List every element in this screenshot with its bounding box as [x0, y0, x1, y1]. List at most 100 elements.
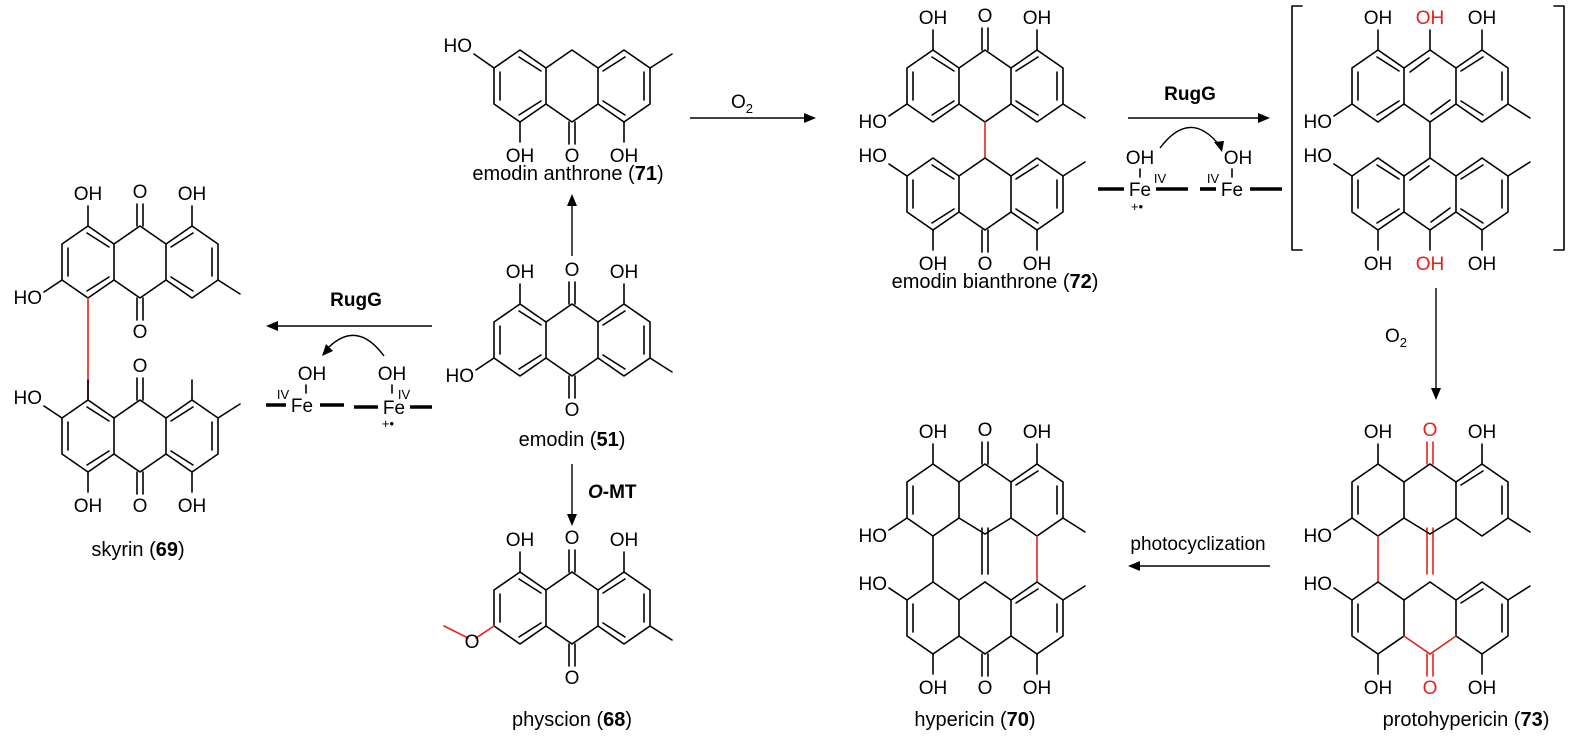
atom-oh: OH	[919, 678, 948, 699]
atom-ho: HO	[1304, 146, 1333, 167]
caption-skyrin: skyrin (69)	[91, 539, 184, 561]
atom-o: O	[978, 254, 993, 275]
atom-o-methoxy: O	[465, 632, 480, 653]
atom-ho: HO	[444, 36, 473, 57]
atom-ho: HO	[1304, 112, 1333, 133]
svg-text:IV: IV	[398, 387, 411, 402]
caption-physcion: physcion (68)	[512, 709, 632, 731]
iron-oxo-radical: OH Fe IV +•	[354, 364, 432, 431]
svg-text:Fe: Fe	[383, 398, 405, 419]
enzyme-label: RugG	[330, 290, 382, 311]
svg-text:OH: OH	[1224, 148, 1253, 169]
atom-oh: OH	[1023, 8, 1052, 29]
atom-o: O	[978, 420, 993, 441]
atom-oh: OH	[506, 146, 535, 167]
compound-emodin-anthrone: HO OH O OH	[444, 36, 673, 167]
caption-emodin: emodin (51)	[519, 429, 626, 451]
iron-hydroxide: OH Fe IV	[266, 364, 344, 417]
atom-oh: OH	[1364, 422, 1393, 443]
atom-o: O	[133, 496, 148, 517]
atom-oh: OH	[610, 146, 639, 167]
svg-text:OH: OH	[378, 364, 407, 385]
arrowhead	[1128, 561, 1140, 571]
atom-oh: OH	[919, 422, 948, 443]
atom-oh: OH	[178, 184, 207, 205]
atom-oh: OH	[1364, 254, 1393, 275]
enzyme-omt: O-MT	[588, 482, 637, 503]
compound-hypericin: OH O OH HO HO OH O OH	[859, 420, 1086, 699]
arrowhead	[567, 514, 577, 526]
caption-hypericin: hypericin (70)	[914, 709, 1035, 731]
arrowhead	[1431, 388, 1441, 400]
svg-text:IV: IV	[277, 387, 290, 402]
atom-oh: OH	[919, 254, 948, 275]
atom-oh: OH	[610, 530, 639, 551]
arrowhead	[266, 321, 278, 331]
compound-physcion: OH OH O O O	[443, 528, 673, 689]
atom-oh: OH	[1364, 8, 1393, 29]
atom-oh: OH	[1023, 422, 1052, 443]
compound-skyrin: OH O OH O HO O O HO OH OH	[14, 182, 241, 517]
reagent-oxygen: O2	[1385, 326, 1407, 350]
atom-o: O	[978, 678, 993, 699]
atom-oh: OH	[1023, 254, 1052, 275]
atom-o: O	[133, 356, 148, 377]
atom-o: O	[565, 668, 580, 689]
svg-text:Fe: Fe	[1221, 180, 1243, 201]
atom-oh-new: OH	[1416, 254, 1445, 275]
atom-ho: HO	[14, 388, 43, 409]
svg-text:Fe: Fe	[291, 396, 313, 417]
atom-ho: HO	[859, 112, 888, 133]
svg-text:+•: +•	[1131, 199, 1144, 214]
arrowhead	[567, 194, 577, 206]
atom-o: O	[565, 146, 580, 167]
atom-oh: OH	[1468, 254, 1497, 275]
atom-oh: OH	[1364, 678, 1393, 699]
caption-emodin-anthrone: emodin anthrone (71)	[472, 163, 663, 185]
arrowhead	[804, 113, 816, 123]
atom-ho: HO	[859, 526, 888, 547]
curved-arrow	[1159, 126, 1221, 149]
svg-text:Fe: Fe	[1129, 180, 1151, 201]
atom-oh: OH	[506, 262, 535, 283]
compound-emodin: OH OH O O HO	[446, 260, 673, 421]
atom-ho: HO	[859, 146, 888, 167]
svg-text:IV: IV	[1154, 171, 1167, 186]
atom-ho: HO	[446, 366, 475, 387]
arrowhead	[322, 344, 333, 356]
caption-protohypericin: protohypericin (73)	[1383, 709, 1550, 731]
atom-oh: OH	[1468, 678, 1497, 699]
compound-emodin-bianthrone: OH O OH HO HO OH O OH	[859, 6, 1086, 275]
atom-oh: OH	[919, 8, 948, 29]
atom-ho: HO	[1304, 574, 1333, 595]
curved-arrow	[325, 334, 385, 357]
iron-hydroxide: OH Fe IV	[1200, 148, 1282, 201]
atom-oh: OH	[1023, 678, 1052, 699]
atom-oh: OH	[74, 184, 103, 205]
svg-text:OH: OH	[1126, 148, 1155, 169]
reagent-oxygen: O2	[731, 92, 753, 116]
svg-text:+•: +•	[382, 416, 395, 431]
compound-protohypericin: OH O OH HO HO OH O OH	[1304, 420, 1531, 699]
arrowhead	[1258, 113, 1270, 123]
atom-o: O	[565, 528, 580, 549]
svg-text:IV: IV	[1207, 171, 1220, 186]
atom-oh: OH	[610, 262, 639, 283]
atom-o: O	[133, 182, 148, 203]
svg-text:OH: OH	[298, 364, 327, 385]
atom-oh-new: OH	[1416, 8, 1445, 29]
atom-o: O	[565, 400, 580, 421]
atom-o: O	[565, 260, 580, 281]
atom-oh: OH	[1468, 422, 1497, 443]
caption-emodin-bianthrone: emodin bianthrone (72)	[892, 271, 1099, 293]
intermediate-dianthrol: OH OH OH HO HO OH OH OH	[1291, 5, 1565, 275]
enzyme-label: RugG	[1164, 84, 1216, 105]
condition-photocyclization: photocyclization	[1130, 534, 1265, 555]
atom-ho: HO	[859, 574, 888, 595]
atom-oh: OH	[74, 496, 103, 517]
atom-oh: OH	[178, 496, 207, 517]
iron-oxo-radical: OH Fe IV +•	[1098, 148, 1188, 214]
methoxy-bond	[475, 625, 495, 639]
arrowhead	[1214, 141, 1224, 152]
